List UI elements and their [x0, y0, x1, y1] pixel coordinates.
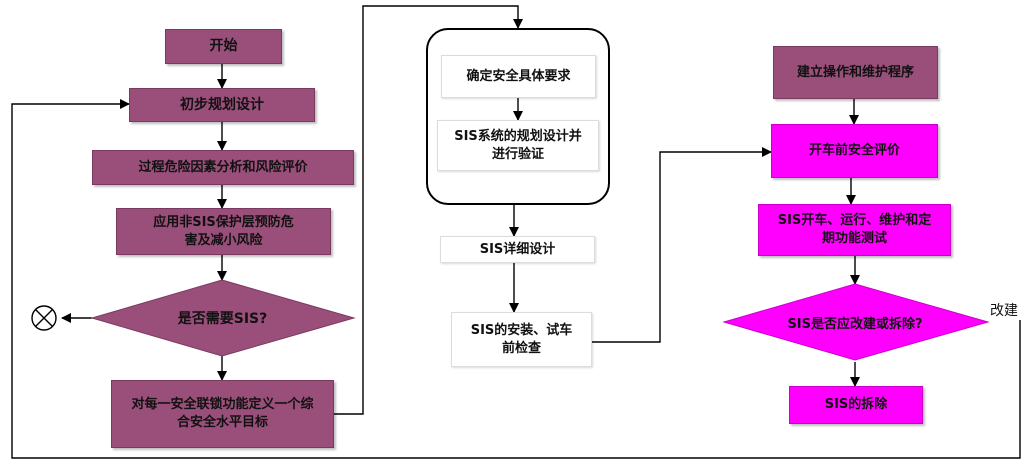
op-maintenance-label: 建立操作和维护程序	[796, 64, 914, 80]
arrow-loop-to-prelim	[11, 99, 1021, 459]
start-node: 开始	[165, 29, 282, 64]
safety-requirements-node: 确定安全具体要求	[441, 55, 596, 98]
define-sil-node: 对每一安全联锁功能定义一个综合安全水平目标	[111, 380, 334, 448]
modify-text: 改建	[990, 303, 1018, 319]
circle-x-icon	[31, 305, 57, 331]
sis-removal-label: SIS的拆除	[824, 397, 888, 413]
pre-startup-eval-node: 开车前安全评价	[771, 124, 938, 178]
arrow-install-to-eval	[592, 147, 772, 343]
modify-remove-label: SIS是否应改建或拆除?	[787, 316, 923, 332]
safety-requirements-label: 确定安全具体要求	[466, 68, 571, 84]
non-sis-layers-label: 应用非SIS保护层预防危害及减小风险	[153, 214, 294, 248]
modify-remove-decision: SIS是否应改建或拆除?	[760, 309, 950, 335]
sis-detail-design-node: SIS详细设计	[440, 236, 595, 263]
sis-install-node: SIS的安装、试车前检查	[451, 312, 592, 367]
sis-startup-node: SIS开车、运行、维护和定期功能测试	[758, 204, 951, 256]
sis-planning-label: SIS系统的规划设计并进行验证	[454, 128, 582, 162]
decision-need-sis-shape	[90, 279, 356, 357]
sis-removal-node: SIS的拆除	[789, 386, 923, 424]
need-sis-label: 是否需要SIS?	[177, 311, 268, 327]
sis-planning-node: SIS系统的规划设计并进行验证	[437, 120, 599, 171]
sis-detail-design-label: SIS详细设计	[479, 241, 556, 257]
hazard-analysis-label: 过程危险因素分析和风险评价	[138, 159, 308, 175]
modify-edge-label: 改建	[990, 300, 1026, 320]
prelim-design-node: 初步规划设计	[129, 88, 315, 122]
pre-startup-eval-label: 开车前安全评价	[808, 143, 900, 159]
arrow-sil-to-group	[334, 5, 523, 415]
op-maintenance-node: 建立操作和维护程序	[773, 46, 938, 99]
prelim-design-label: 初步规划设计	[180, 96, 264, 113]
sis-install-label: SIS的安装、试车前检查	[470, 322, 573, 356]
hazard-analysis-node: 过程危险因素分析和风险评价	[92, 150, 354, 185]
sis-design-group	[426, 28, 610, 205]
decision-modify-remove-shape	[722, 283, 990, 361]
need-sis-decision: 是否需要SIS?	[150, 305, 295, 331]
sis-startup-label: SIS开车、运行、维护和定期功能测试	[777, 213, 932, 246]
non-sis-layers-node: 应用非SIS保护层预防危害及减小风险	[116, 208, 331, 255]
define-sil-label: 对每一安全联锁功能定义一个综合安全水平目标	[131, 397, 314, 430]
start-label: 开始	[209, 38, 238, 55]
